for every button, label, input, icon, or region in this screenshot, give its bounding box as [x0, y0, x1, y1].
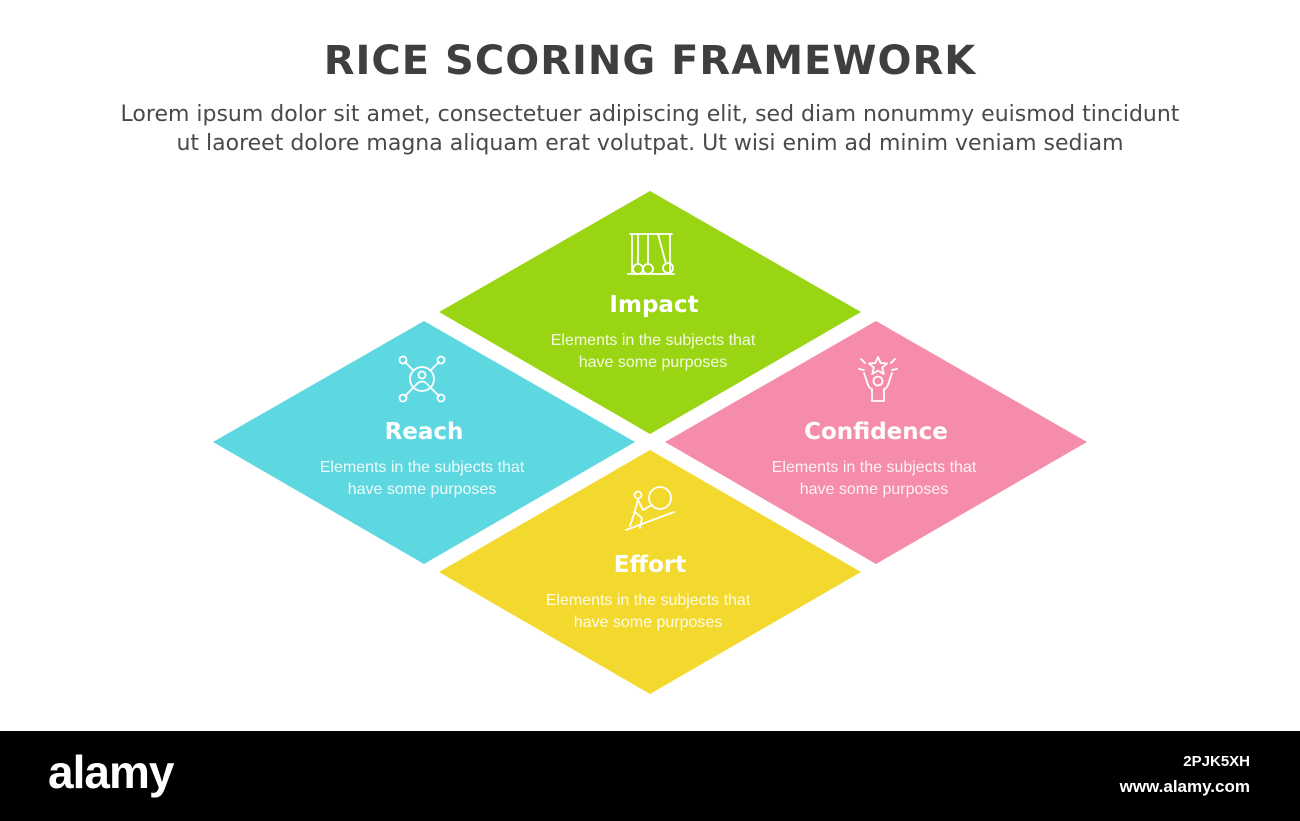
push-boulder-icon [625, 486, 675, 531]
reach-diamond [213, 321, 635, 564]
effort-diamond [439, 450, 861, 694]
impact-desc-line-2: have some purposes [579, 354, 728, 371]
page-subtitle: Lorem ipsum dolor sit amet, consectetuer… [70, 100, 1230, 158]
effort-desc-line-2: have some purposes [574, 614, 723, 631]
site-url: www.alamy.com [1119, 777, 1250, 796]
brand-logo: alamy [48, 746, 174, 798]
confidence-label: Confidence [804, 419, 948, 445]
image-id: 2PJK5XH [1183, 753, 1250, 770]
subtitle-line-2: ut laoreet dolore magna aliquam erat vol… [176, 131, 1124, 156]
effort-label: Effort [614, 552, 686, 578]
node-impact: Impact Elements in the subjects that hav… [439, 191, 861, 434]
impact-label: Impact [609, 292, 698, 318]
newtons-cradle-icon [627, 233, 675, 275]
effort-desc-line-1: Elements in the subjects that [546, 592, 751, 609]
confidence-desc-line-1: Elements in the subjects that [772, 459, 977, 476]
node-effort: Effort Elements in the subjects that hav… [439, 450, 861, 694]
person-star-icon [858, 356, 898, 402]
reach-desc-line-1: Elements in the subjects that [320, 459, 525, 476]
network-user-icon [398, 355, 446, 403]
confidence-diamond [665, 321, 1087, 564]
reach-desc-line-2: have some purposes [348, 481, 497, 498]
subtitle-line-1: Lorem ipsum dolor sit amet, consectetuer… [120, 102, 1180, 127]
impact-diamond [439, 191, 861, 434]
impact-desc-line-1: Elements in the subjects that [551, 332, 756, 349]
node-reach: Reach Elements in the subjects that have… [213, 321, 635, 564]
node-confidence: Confidence Elements in the subjects that… [665, 321, 1087, 564]
rice-diagram: Impact Elements in the subjects that hav… [213, 191, 1087, 694]
confidence-desc-line-2: have some purposes [800, 481, 949, 498]
page-title: RICE SCORING FRAMEWORK [323, 38, 977, 84]
watermark-footer: alamy 2PJK5XH www.alamy.com [0, 731, 1300, 821]
reach-label: Reach [385, 419, 464, 445]
